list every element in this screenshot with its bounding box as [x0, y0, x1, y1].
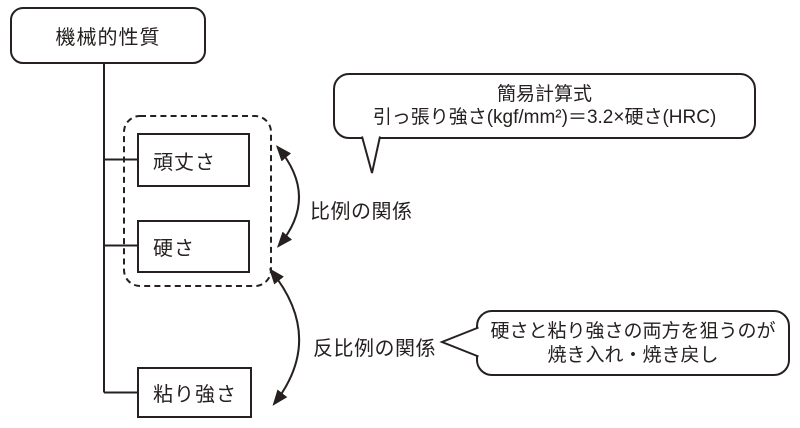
tempering-callout-line2: 焼き入れ・焼き戻し	[547, 345, 719, 366]
tempering-bubble-tail	[439, 326, 479, 358]
label-inverse-relation: 反比例の関係	[313, 338, 436, 360]
tempering-callout: 硬さと粘り強さの両方を狙うのが 焼き入れ・焼き戻し	[476, 310, 790, 376]
tree-connectors	[103, 64, 137, 394]
node-tenacity: 粘り強さ	[137, 367, 252, 418]
formula-bubble-tail	[361, 136, 381, 174]
inverse-arrow	[268, 268, 301, 406]
node-sturdiness-label: 頑丈さ	[153, 151, 216, 174]
label-proportional-relation: 比例の関係	[310, 201, 413, 223]
formula-callout-title: 簡易計算式	[496, 84, 592, 105]
node-hardness-label: 硬さ	[153, 238, 195, 260]
formula-callout-body: 引っ張り強さ(kgf/mm²)＝3.2×硬さ(HRC)	[372, 107, 717, 128]
root-node-label: 機械的性質	[55, 27, 161, 49]
tempering-callout-line1: 硬さと粘り強さの両方を狙うのが	[490, 321, 776, 342]
proportional-arrow	[275, 145, 300, 248]
formula-callout: 簡易計算式 引っ張り強さ(kgf/mm²)＝3.2×硬さ(HRC)	[333, 73, 756, 139]
node-hardness: 硬さ	[137, 220, 250, 273]
node-sturdiness: 頑丈さ	[137, 133, 250, 187]
node-tenacity-label: 粘り強さ	[153, 384, 237, 406]
root-node-mechanical-properties: 機械的性質	[10, 7, 206, 64]
